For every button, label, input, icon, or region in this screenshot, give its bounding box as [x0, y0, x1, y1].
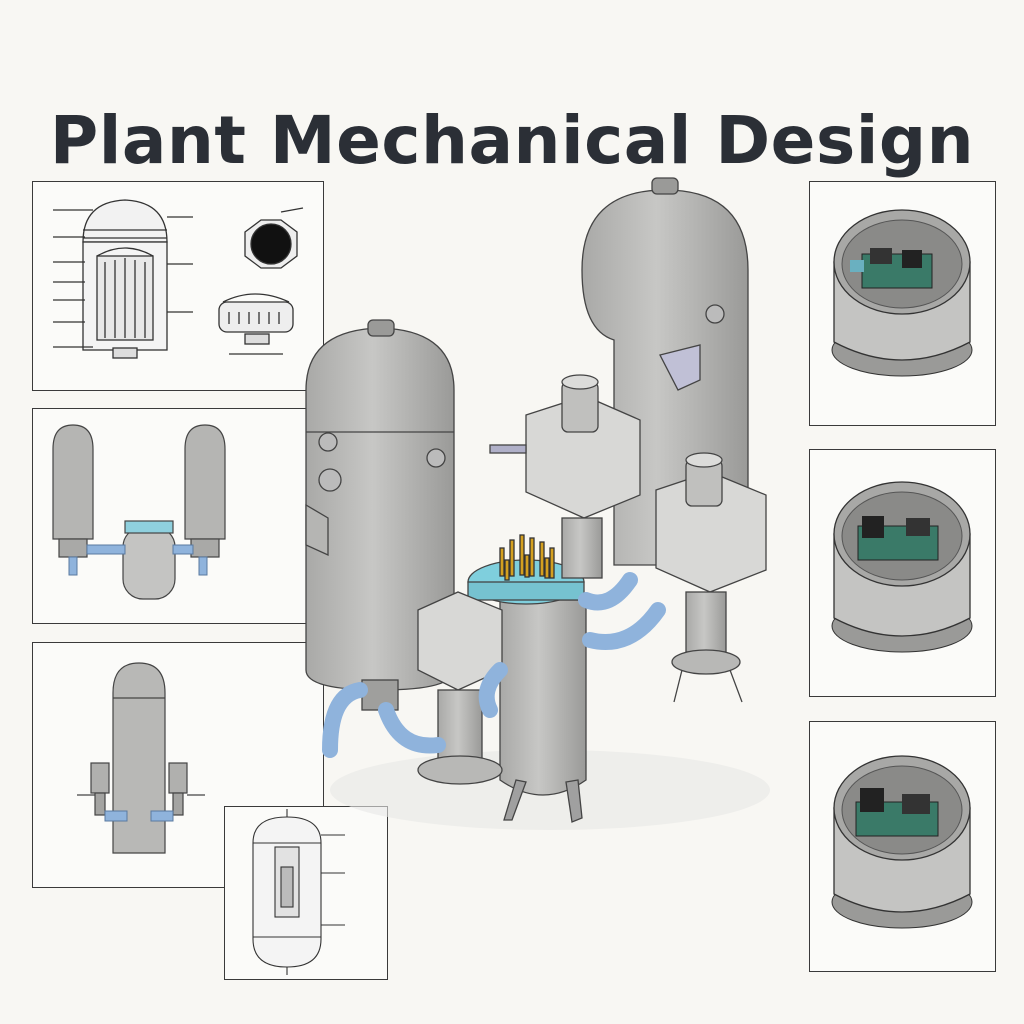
- circuit-board-icon: [855, 788, 939, 837]
- twin-vessel-piping-drawing-panel: [32, 408, 324, 624]
- vessel-cross-section-drawing: [252, 809, 345, 975]
- plant-equipment-illustration: [305, 177, 770, 830]
- pump-housing-icon: [655, 452, 767, 703]
- internals-view-2: [831, 481, 973, 653]
- page-title: Plant Mechanical Design: [49, 102, 975, 180]
- twin-vessel-piping-drawing: [52, 424, 226, 600]
- internals-view-3-panel: [809, 721, 996, 972]
- heat-exchanger-icon: [467, 534, 587, 823]
- pump-housing-icon: [489, 374, 641, 579]
- internals-view-1-panel: [809, 181, 996, 426]
- vessel-section-drawing: [53, 199, 304, 359]
- internals-view-3: [831, 755, 973, 929]
- internals-view-2-panel: [809, 449, 996, 697]
- vessel-section-drawing-panel: [32, 181, 324, 391]
- pressure-vessel-icon: [305, 319, 455, 711]
- internals-view-1: [831, 209, 973, 377]
- tall-vessel-elevation-drawing: [77, 662, 205, 854]
- pump-housing-icon: [417, 591, 503, 785]
- pipe-icon: [322, 572, 666, 758]
- vessel-cross-section-drawing-panel: [224, 806, 388, 980]
- circuit-board-icon: [850, 248, 933, 289]
- circuit-board-icon: [857, 516, 939, 561]
